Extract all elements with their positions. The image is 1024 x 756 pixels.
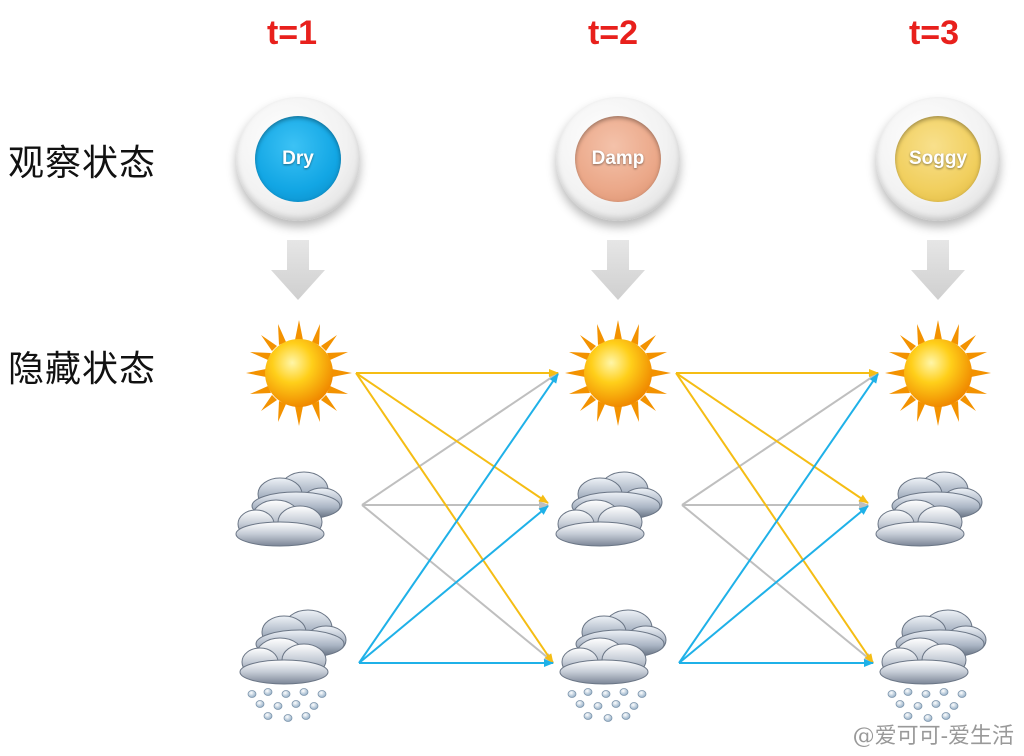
sun-icon	[885, 320, 991, 426]
edge-rain-sun	[358, 373, 559, 664]
observation-label-1: Dry	[282, 148, 314, 169]
emission-arrow-1	[271, 240, 325, 300]
rain-icon	[879, 609, 987, 722]
rain-icon	[559, 609, 667, 722]
hidden-state-label: 隐藏状态	[8, 349, 157, 390]
emission-arrow-3	[911, 240, 965, 300]
watermark: @爱可可-爱生活	[852, 724, 1014, 749]
observation-label-3: Soggy	[908, 148, 968, 169]
edge-cloud-rain	[361, 504, 554, 663]
edge-rain-cloud	[358, 505, 549, 664]
time-step-2: t=2	[587, 14, 639, 52]
observation-label-2: Damp	[591, 148, 645, 169]
edge-cloud-sun	[361, 372, 559, 506]
edge-cloud-rain	[681, 504, 874, 663]
rain-icon	[239, 609, 347, 722]
observation-node-2: Damp	[556, 97, 680, 221]
cloud-icon	[875, 471, 983, 547]
sun-icon	[246, 320, 352, 426]
edge-sun-cloud	[675, 372, 869, 504]
transitions-t2-t3	[675, 369, 879, 667]
observation-fill-1: Dry	[255, 116, 341, 202]
observed-state-label: 观察状态	[8, 143, 157, 184]
cloud-icon	[555, 471, 663, 547]
emission-arrow-2	[591, 240, 645, 300]
sun-icon	[565, 320, 671, 426]
edge-rain-cloud	[678, 505, 869, 664]
edge-rain-sun	[678, 373, 879, 664]
observation-node-1: Dry	[236, 97, 360, 221]
time-step-1: t=1	[266, 14, 318, 52]
observation-fill-3: Soggy	[895, 116, 981, 202]
transitions-t1-t2	[355, 369, 559, 667]
time-step-3: t=3	[908, 14, 960, 52]
edge-sun-cloud	[355, 372, 549, 504]
edge-sun-rain	[675, 372, 874, 664]
observation-fill-2: Damp	[575, 116, 661, 202]
observation-node-3: Soggy	[876, 97, 1000, 221]
cloud-icon	[235, 471, 343, 547]
edge-sun-rain	[355, 372, 554, 664]
edge-cloud-sun	[681, 372, 879, 506]
